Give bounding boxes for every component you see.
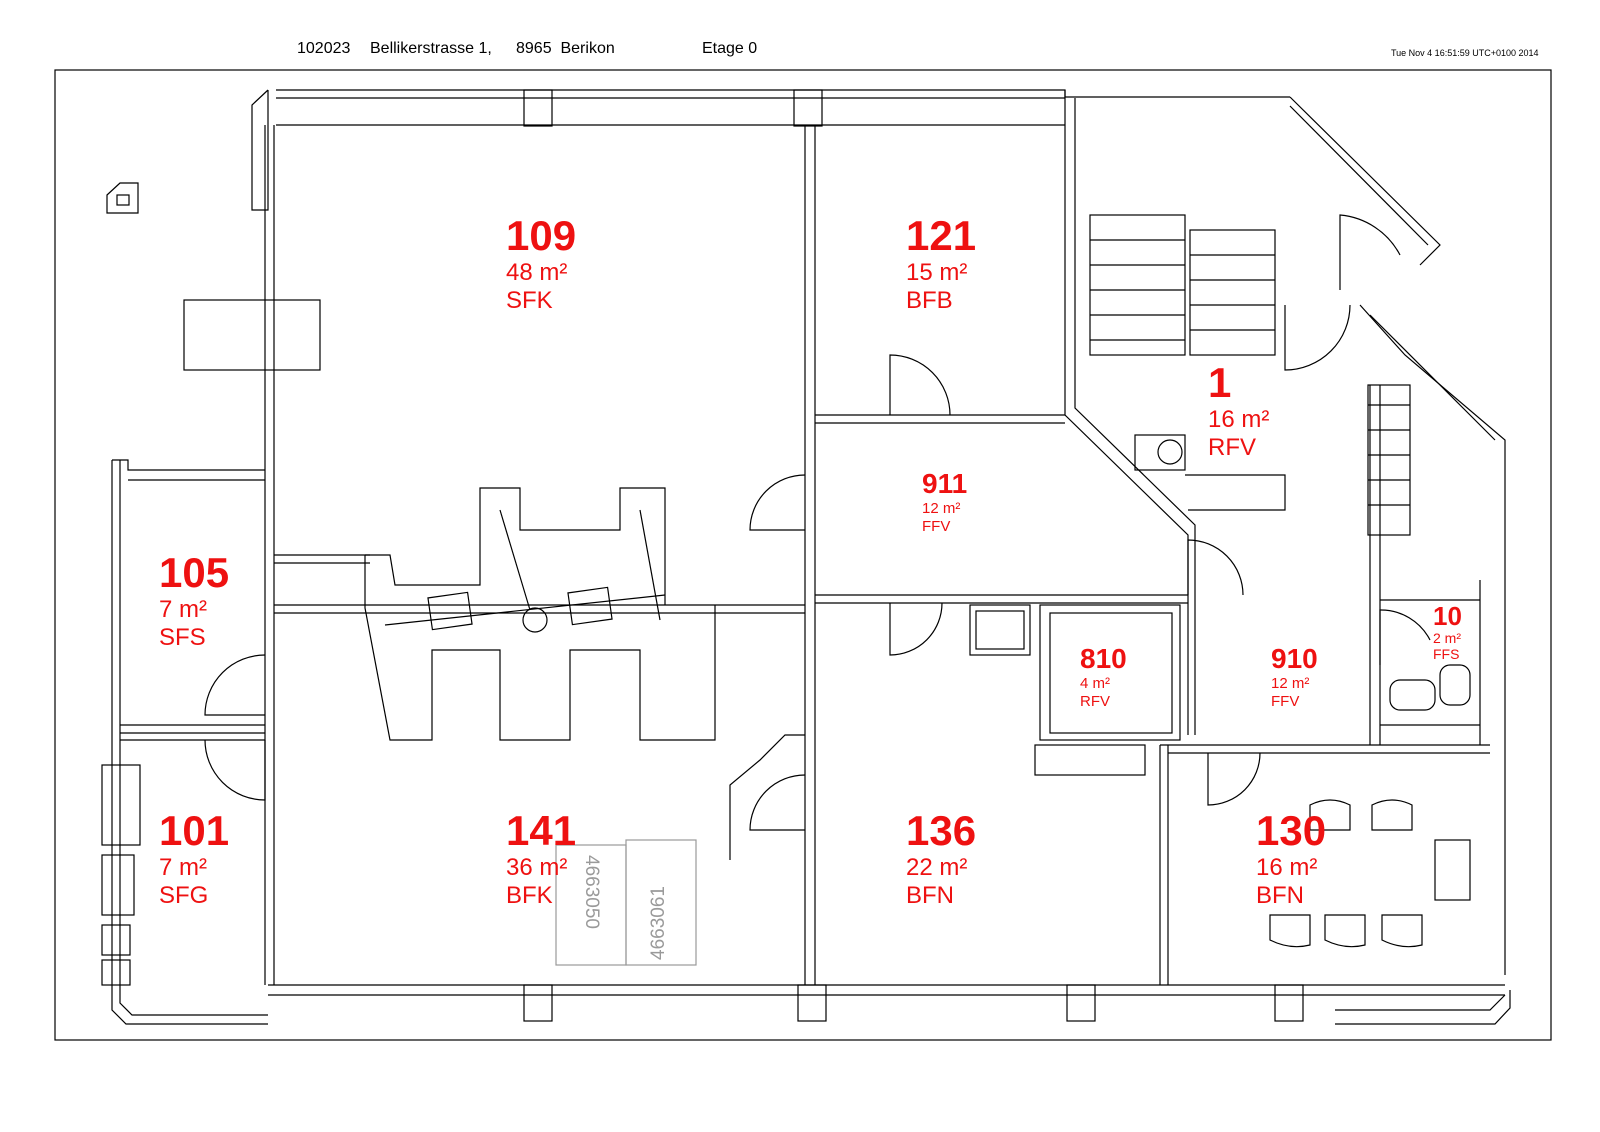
room-136[interactable]: 136 22 m² BFN (906, 810, 976, 908)
room-911[interactable]: 911 12 m² FFV (922, 468, 968, 535)
room-code: FFV (922, 518, 951, 535)
room-area: 12 m² (1271, 675, 1310, 692)
room-141[interactable]: 141 36 m² BFK (506, 810, 576, 908)
room-area: 16 m² (1208, 406, 1270, 433)
interior-walls (120, 90, 1490, 985)
print-timestamp: Tue Nov 4 16:51:59 UTC+0100 2014 (1391, 48, 1539, 58)
room-101[interactable]: 101 7 m² SFG (159, 810, 229, 908)
room-area: 7 m² (159, 854, 207, 881)
room-code: FFS (1433, 646, 1460, 662)
room-code: BFN (906, 882, 954, 909)
room-1[interactable]: 1 16 m² RFV (1208, 362, 1269, 460)
room-121[interactable]: 121 15 m² BFB (906, 215, 976, 313)
floor-label: Etage 0 (702, 40, 758, 57)
elevator-shaft (969, 604, 1181, 776)
room-code: SFG (159, 882, 209, 909)
room-130[interactable]: 130 16 m² BFN (1256, 810, 1326, 908)
room-105[interactable]: 105 7 m² SFS (159, 552, 229, 650)
room-area: 36 m² (506, 854, 568, 881)
room-code: BFN (1256, 882, 1304, 909)
plan-frame (54, 69, 1552, 1041)
desk-id-stamp: 4663061 (648, 886, 669, 960)
room-number: 136 (906, 807, 977, 854)
room-area: 7 m² (159, 596, 207, 623)
pillar-symbol (106, 182, 139, 214)
room-number: 1 (1208, 359, 1232, 406)
address-id: 102023 (297, 40, 351, 57)
room-area: 48 m² (506, 259, 568, 286)
room-number: 109 (506, 212, 577, 259)
room-109[interactable]: 109 48 m² SFK (506, 215, 576, 313)
meeting-furniture (1269, 799, 1471, 948)
doors (204, 214, 1431, 860)
room-number: 10 (1433, 601, 1462, 631)
desk-id-stamp: 4663050 (581, 855, 602, 929)
room-number: 121 (906, 212, 977, 259)
central-structure (364, 487, 716, 741)
room-area: 15 m² (906, 259, 968, 286)
room-area: 4 m² (1080, 675, 1110, 692)
room-code: BFK (506, 882, 553, 909)
windows (101, 89, 1304, 1022)
room-code: BFB (906, 287, 953, 314)
room-code: SFK (506, 287, 553, 314)
room-number: 101 (159, 807, 230, 854)
room-area: 12 m² (922, 500, 961, 517)
room-area: 16 m² (1256, 854, 1318, 881)
room-10[interactable]: 10 2 m² FFS (1433, 603, 1462, 661)
room-number: 130 (1256, 807, 1327, 854)
room-code: FFV (1271, 693, 1300, 710)
desk-blocks (555, 839, 697, 966)
room-area: 22 m² (906, 854, 968, 881)
room-810[interactable]: 810 4 m² RFV (1080, 643, 1127, 710)
room-number: 911 (922, 468, 968, 499)
room-code: RFV (1080, 693, 1110, 710)
staircase (1089, 214, 1411, 536)
postal-city: 8965 Berikon (516, 40, 615, 57)
sanitary-fixtures (1134, 434, 1471, 711)
room-number: 105 (159, 549, 230, 596)
room-910[interactable]: 910 12 m² FFV (1271, 643, 1318, 710)
room-number: 141 (506, 807, 577, 854)
room-area: 2 m² (1433, 630, 1461, 646)
room-number: 810 (1080, 643, 1127, 674)
room-code: SFS (159, 624, 206, 651)
room-number: 910 (1271, 643, 1318, 674)
street-address: Bellikerstrasse 1, (370, 40, 492, 57)
room-code: RFV (1208, 434, 1256, 461)
